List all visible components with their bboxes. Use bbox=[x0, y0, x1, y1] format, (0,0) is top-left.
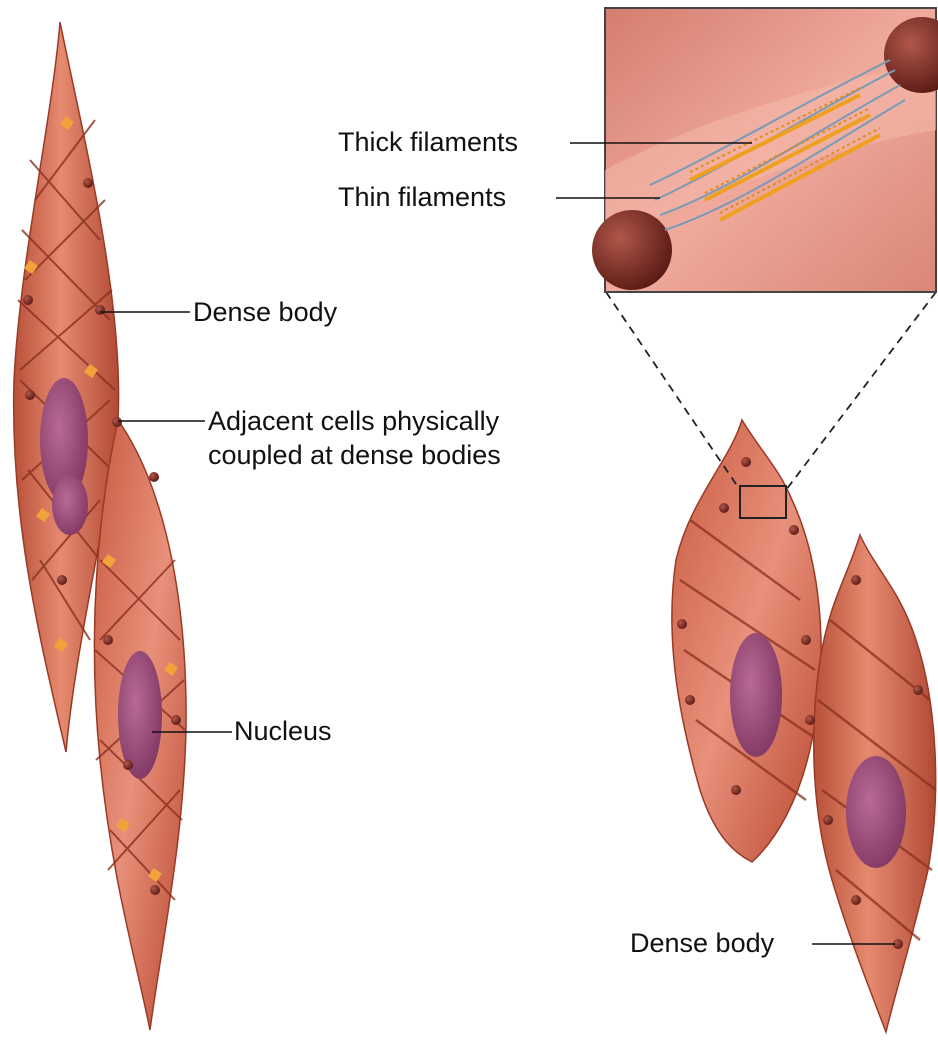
filament-inset bbox=[592, 8, 938, 292]
label-dense-body-left: Dense body bbox=[193, 295, 337, 329]
label-adjacent-line1: Adjacent cells physically bbox=[208, 404, 501, 438]
left-nucleus-lower bbox=[118, 651, 162, 779]
label-adjacent-line2: coupled at dense bodies bbox=[208, 438, 501, 472]
right-nucleus-right bbox=[846, 756, 906, 868]
inset-dense-body-lower bbox=[592, 210, 672, 290]
label-adjacent-cells: Adjacent cells physically coupled at den… bbox=[208, 404, 501, 472]
zoom-lines bbox=[606, 292, 936, 490]
label-thick-filaments: Thick filaments bbox=[338, 125, 518, 159]
label-nucleus: Nucleus bbox=[234, 714, 332, 748]
right-nucleus-left bbox=[730, 633, 782, 757]
label-thin-filaments: Thin filaments bbox=[338, 180, 506, 214]
label-dense-body-right: Dense body bbox=[630, 926, 774, 960]
